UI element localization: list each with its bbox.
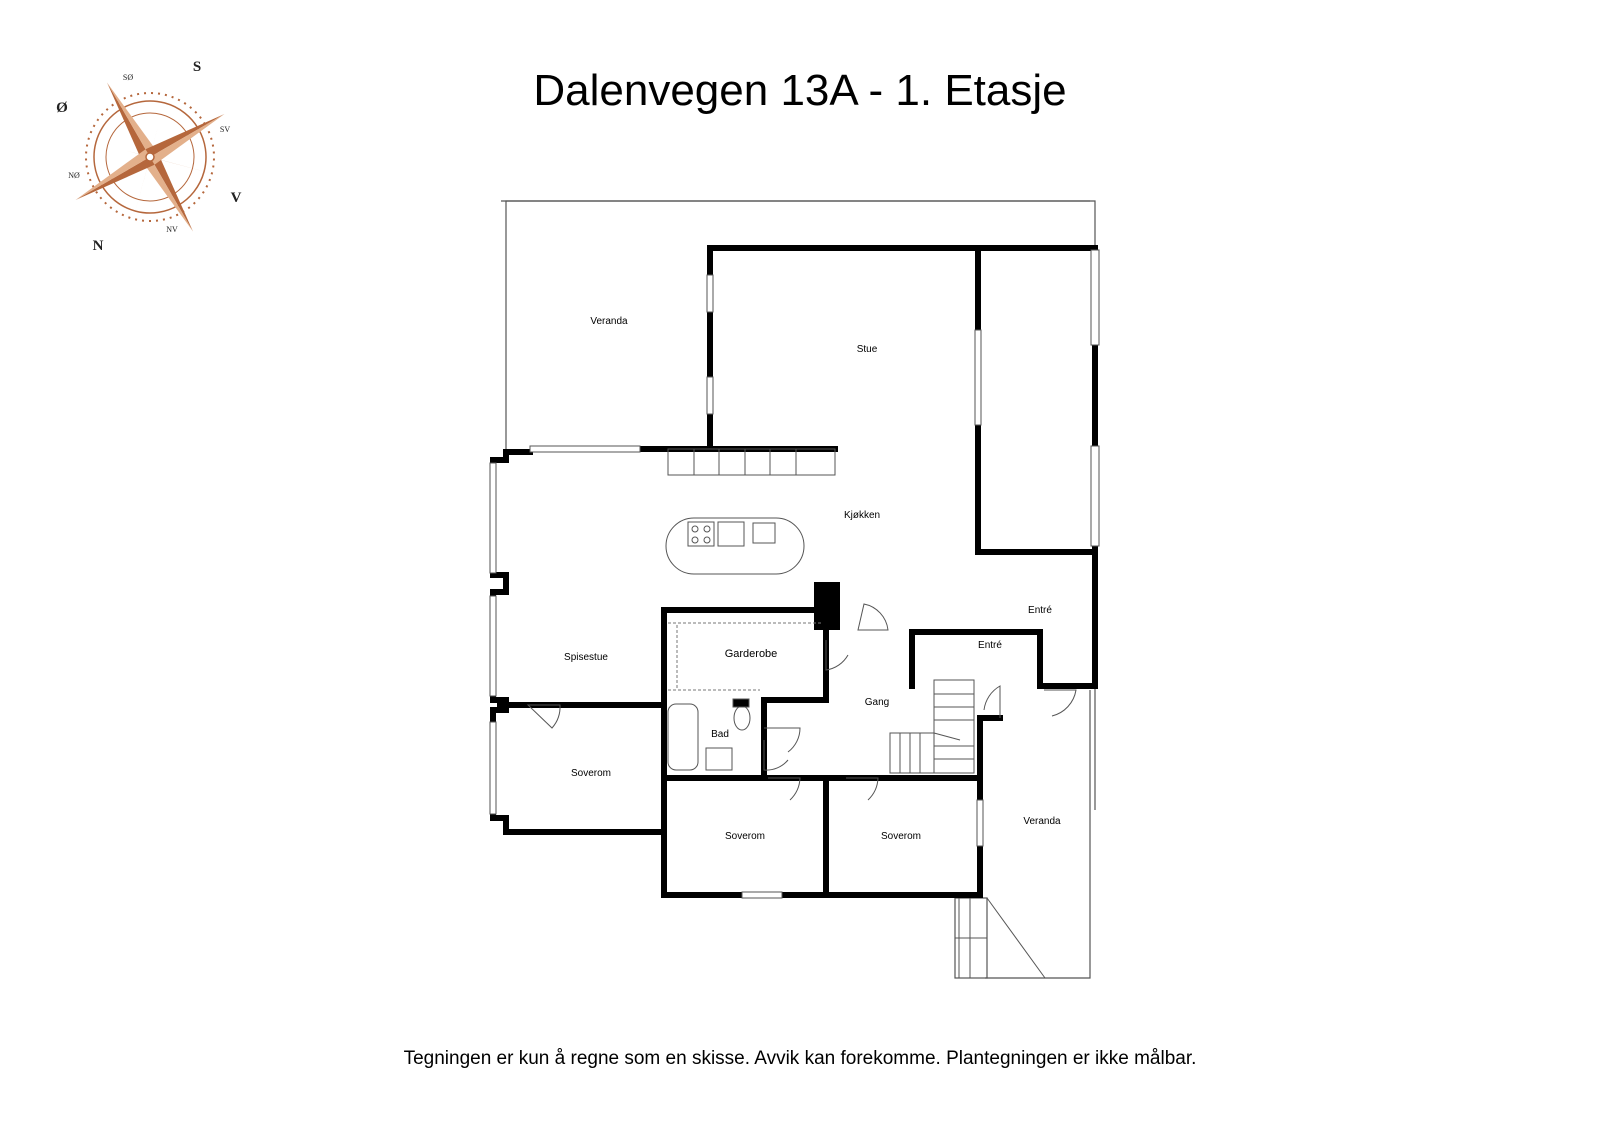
- room-label-soverom-mid: Soverom: [725, 831, 765, 842]
- page-title: Dalenvegen 13A - 1. Etasje: [533, 66, 1067, 115]
- room-label-garderobe: Garderobe: [725, 648, 778, 660]
- room-label-entre-inner: Entré: [978, 640, 1002, 651]
- compass-letter-northeast: NØ: [68, 171, 80, 180]
- kitchen-counter: [665, 448, 836, 575]
- compass-rose-icon: S N Ø V SØ SV NØ NV: [56, 59, 242, 254]
- room-label-stue: Stue: [857, 344, 878, 355]
- windows: [489, 249, 1100, 899]
- chimney: [814, 582, 840, 630]
- compass-letter-northwest: NV: [166, 225, 178, 234]
- doors: [526, 603, 1077, 801]
- room-label-bad: Bad: [711, 729, 729, 740]
- compass-letter-southeast: SØ: [123, 73, 133, 82]
- room-label-soverom-left: Soverom: [571, 768, 611, 779]
- compass-cardinal-points: [75, 82, 225, 232]
- room-label-gang: Gang: [865, 697, 889, 708]
- room-label-spisestue: Spisestue: [564, 652, 608, 663]
- room-label-veranda-top: Veranda: [590, 316, 628, 327]
- kitchen-island: [665, 517, 805, 575]
- disclaimer-text: Tegningen er kun å regne som en skisse. …: [403, 1048, 1197, 1069]
- room-label-kjokken: Kjøkken: [844, 510, 880, 521]
- compass-letter-southwest: SV: [220, 125, 230, 134]
- wardrobe-shelves: [668, 622, 822, 691]
- compass-letter-east: Ø: [56, 100, 68, 116]
- compass-letter-west: V: [231, 190, 242, 206]
- room-label-veranda-bottom: Veranda: [1023, 816, 1061, 827]
- room-label-soverom-right: Soverom: [881, 831, 921, 842]
- walls: [490, 245, 1098, 898]
- room-label-entre-outer: Entré: [1028, 605, 1052, 616]
- stairs: [889, 679, 1046, 979]
- compass-letter-north: N: [93, 238, 104, 254]
- bathroom-fixtures: [667, 698, 751, 771]
- compass-letter-south: S: [193, 59, 201, 75]
